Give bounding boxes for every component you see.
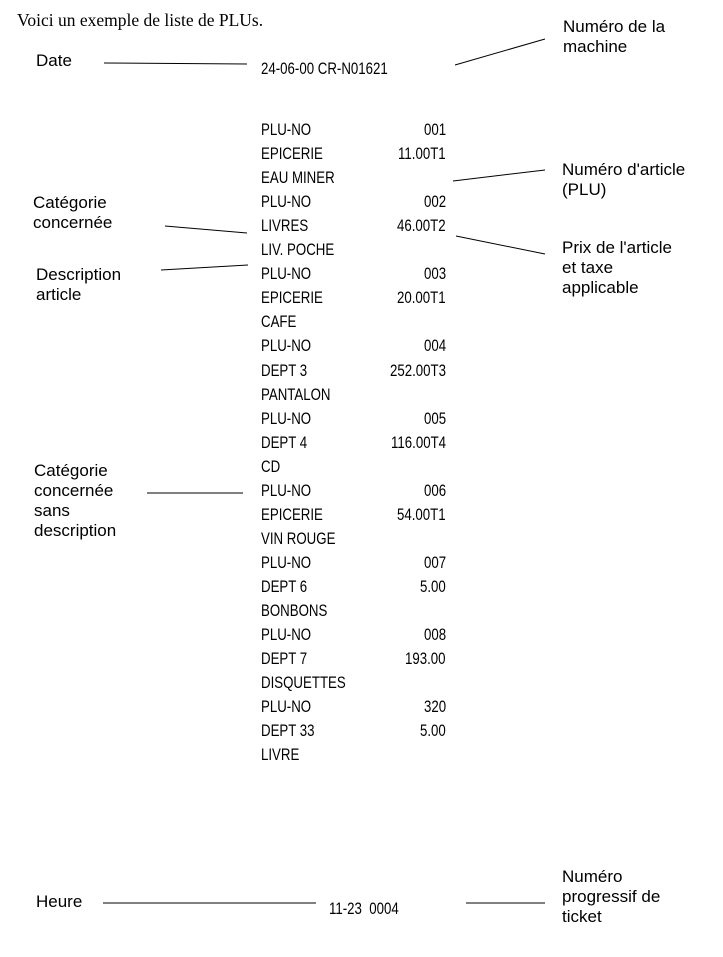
receipt-row-value: 5.00 xyxy=(420,576,446,596)
receipt-row-label: DEPT 6 xyxy=(261,576,308,596)
receipt-row-value: 252.00T3 xyxy=(389,360,446,380)
receipt-row-value: 46.00T2 xyxy=(397,216,446,236)
receipt-row-label: EPICERIE xyxy=(261,504,323,524)
receipt-row-label: PLU-NO xyxy=(261,120,312,139)
receipt-row-label: PLU-NO xyxy=(261,480,312,500)
receipt-row-label: CD xyxy=(261,456,281,476)
label-article-number: Numéro d'article (PLU) xyxy=(562,160,686,199)
receipt-row-label: DEPT 7 xyxy=(261,649,308,669)
intro-text: Voici un exemple de liste de PLUs. xyxy=(17,10,264,30)
callout-line-date xyxy=(103,62,248,65)
receipt-row-label: DEPT 33 xyxy=(261,721,315,741)
receipt-header: 24-06-00 CR-N01621 xyxy=(261,59,388,78)
receipt-row-value: 20.00T1 xyxy=(397,288,446,308)
callout-line-description xyxy=(160,264,249,271)
receipt-row-label: LIVRE xyxy=(261,745,300,765)
receipt-row-label: EAU MINER xyxy=(261,168,335,188)
callout-line-price-tax xyxy=(455,235,546,255)
receipt-row-value: 116.00T4 xyxy=(390,432,446,452)
label-machine-number: Numéro de la machine xyxy=(563,17,666,56)
receipt-row-label: PLU-NO xyxy=(261,697,312,717)
receipt-row-label: EPICERIE xyxy=(261,288,323,308)
label-date: Date xyxy=(36,51,72,70)
receipt-row-label: VIN ROUGE xyxy=(261,528,336,548)
receipt-row-value: 11.00T1 xyxy=(398,144,446,164)
receipt-row-label: EPICERIE xyxy=(261,144,323,164)
receipt-row-label: PLU-NO xyxy=(261,264,312,284)
receipt-row-value: 54.00T1 xyxy=(397,504,446,524)
receipt-row-label: PLU-NO xyxy=(261,408,312,428)
receipt-row-label: LIVRES xyxy=(261,216,309,236)
receipt-row-label: CAFE xyxy=(261,312,297,332)
receipt-row-value: 006 xyxy=(423,480,446,500)
callout-line-article-number xyxy=(452,169,546,182)
receipt-row-label: DEPT 3 xyxy=(261,360,308,380)
callout-line-category xyxy=(164,225,248,234)
receipt-row-value: 005 xyxy=(423,408,446,428)
receipt-row-label: DISQUETTES xyxy=(261,673,346,693)
receipt-row-value: 004 xyxy=(423,336,446,356)
receipt-row-label: PLU-NO xyxy=(261,336,312,356)
receipt-row-label: BONBONS xyxy=(261,601,328,620)
label-ticket-number: Numéro progressif de ticket xyxy=(562,867,661,926)
receipt-row-label: PLU-NO xyxy=(261,192,312,212)
receipt-row-value: 003 xyxy=(423,264,446,284)
receipt-row-label: PLU-NO xyxy=(261,625,312,645)
label-category: Catégorie concernée xyxy=(33,193,113,232)
receipt-row-value: 007 xyxy=(423,552,446,572)
receipt-row-value: 320 xyxy=(423,697,446,717)
receipt-row-value: 008 xyxy=(423,625,446,645)
receipt-row-value: 002 xyxy=(423,192,446,212)
label-price-tax: Prix de l'article et taxe applicable xyxy=(562,238,673,297)
label-time: Heure xyxy=(36,892,83,911)
receipt-row-label: DEPT 4 xyxy=(261,432,308,452)
receipt-row-label: LIV. POCHE xyxy=(261,240,335,260)
receipt-row-value: 001 xyxy=(423,120,446,139)
callout-line-machine-number xyxy=(454,38,546,66)
label-category-no-description: Catégorie concernée sans description xyxy=(34,461,117,540)
label-description: Description article xyxy=(36,265,122,304)
receipt-row-label: PANTALON xyxy=(261,384,331,404)
receipt-row-value: 193.00 xyxy=(405,649,446,669)
receipt-footer: 11-23 0004 xyxy=(329,899,399,918)
receipt-row-value: 5.00 xyxy=(420,721,446,741)
receipt-row-label: PLU-NO xyxy=(261,552,312,572)
